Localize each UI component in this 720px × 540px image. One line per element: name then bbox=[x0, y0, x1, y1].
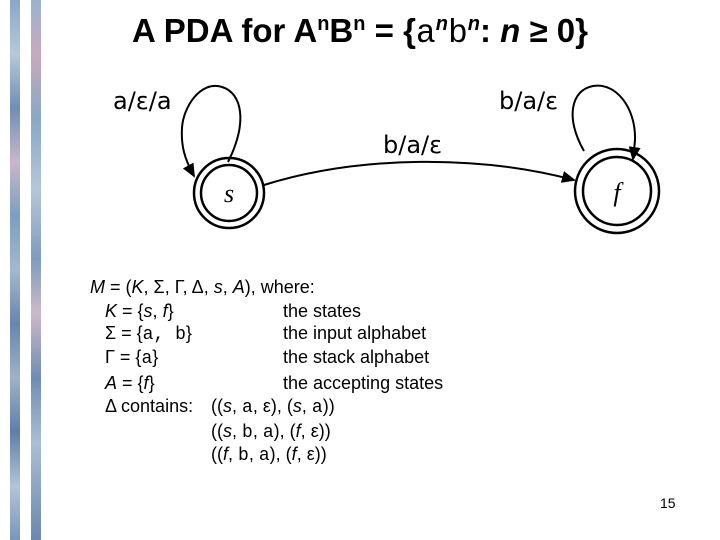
definition-k-line: K = {s, f} bbox=[105, 301, 174, 322]
delta-transition-1: ((s, a, ε), (s, a)) bbox=[211, 396, 335, 418]
definition-delta-line: Δ contains: bbox=[105, 396, 193, 417]
definition-gamma-description: the stack alphabet bbox=[283, 347, 429, 368]
definition-sigma-description: the input alphabet bbox=[283, 323, 426, 344]
definition-a-line: A = {f} bbox=[105, 373, 155, 394]
page-number: 15 bbox=[660, 495, 676, 511]
definition-gamma-line: Γ = {a} bbox=[105, 347, 158, 369]
definition-k-description: the states bbox=[283, 301, 361, 322]
definition-m-line: M = (K, Σ, Γ, Δ, s, A), where: bbox=[90, 277, 315, 298]
definition-a-description: the accepting states bbox=[283, 373, 443, 394]
delta-transition-3: ((f, b, a), (f, ε)) bbox=[211, 444, 327, 466]
delta-transition-2: ((s, b, a), (f, ε)) bbox=[211, 421, 331, 443]
definition-sigma-line: Σ = {a, b} bbox=[105, 323, 192, 345]
